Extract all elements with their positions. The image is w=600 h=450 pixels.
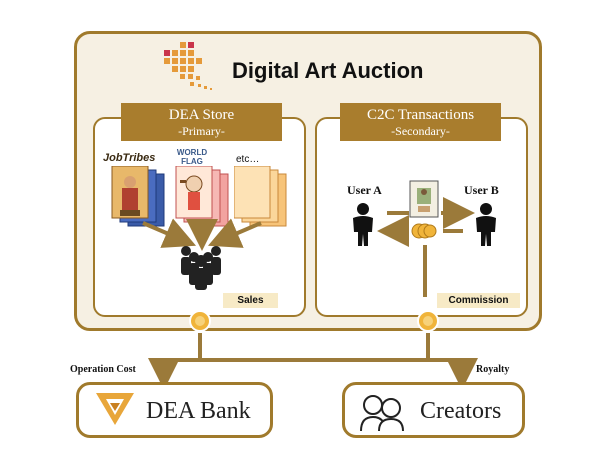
commission-tag: Commission bbox=[437, 293, 520, 308]
worldflag-cards-icon bbox=[175, 166, 229, 227]
creators-label: Creators bbox=[420, 398, 502, 424]
secondary-heading: C2C Transactions bbox=[366, 107, 475, 123]
dea-bank-logo-icon bbox=[96, 393, 134, 425]
secondary-banner: C2C Transactions -Secondary- bbox=[340, 103, 501, 141]
etc-label: etc… bbox=[236, 154, 260, 165]
c2c-flow-arrows bbox=[377, 197, 475, 297]
user-b-icon bbox=[476, 203, 496, 246]
page-title: Digital Art Auction bbox=[232, 58, 424, 83]
primary-heading: DEA Store bbox=[168, 107, 235, 123]
jobtribes-cards-icon bbox=[111, 166, 165, 227]
c2c-coins-icon bbox=[411, 223, 437, 239]
jobtribes-logo: JobTribes bbox=[103, 152, 156, 164]
sales-tag: Sales bbox=[223, 293, 278, 308]
dea-bank-label: DEA Bank bbox=[146, 398, 251, 424]
operation-cost-label: Operation Cost bbox=[70, 364, 136, 375]
secondary-subheading: -Secondary- bbox=[391, 124, 450, 138]
user-a-icon bbox=[353, 203, 373, 246]
worldflag-logo: WORLD FLAG bbox=[176, 148, 208, 166]
user-b-label: User B bbox=[464, 183, 499, 197]
sales-coin-icon bbox=[189, 310, 211, 332]
other-cards-icon bbox=[234, 166, 287, 227]
primary-flow-arrows bbox=[142, 218, 262, 251]
creators-icon bbox=[360, 395, 404, 432]
dea-logo-icon bbox=[164, 42, 212, 90]
user-a-label: User A bbox=[347, 183, 382, 197]
buyers-crowd-icon bbox=[181, 246, 221, 290]
primary-subheading: -Primary- bbox=[178, 124, 225, 138]
primary-banner: DEA Store -Primary- bbox=[121, 103, 282, 141]
art-card-icon bbox=[409, 180, 439, 218]
commission-coin-icon bbox=[417, 310, 439, 332]
royalty-label: Royalty bbox=[476, 364, 510, 375]
